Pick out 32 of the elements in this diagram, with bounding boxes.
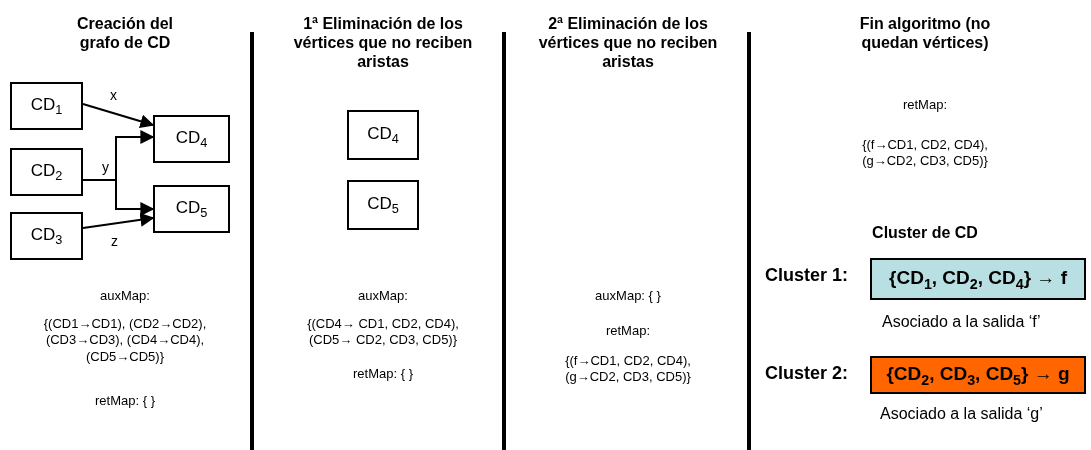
cluster-label: Cluster 1: (765, 265, 849, 286)
cluster-note: Asociado a la salida ‘g’ (880, 405, 1043, 423)
cluster-label: Cluster 2: (765, 363, 849, 384)
map-text: auxMap: (99, 288, 151, 305)
vertex-box: CD$_{2}$ (10, 148, 83, 196)
map-text: {(f→CD1, CD2, CD4), (g→CD2, CD3, CD5)} (564, 353, 692, 386)
arrow (82, 212, 155, 229)
column-heading: 1ª Eliminación de los vértices que no reciben aristas (292, 14, 474, 72)
map-text: {(f→CD1, CD2, CD4), (g→CD2, CD3, CD5)} (861, 137, 989, 170)
map-text: retMap: { } (352, 366, 414, 383)
cluster-box: {CD$_{1}$, CD$_{2}$, CD$_{4}$} → f (870, 258, 1086, 300)
arrow (82, 179, 155, 216)
vertex-box: CD$_{1}$ (10, 82, 83, 130)
map-text: retMap: { } (94, 393, 156, 410)
column-heading: 2ª Eliminación de los vértices que no reciben aristas (537, 14, 719, 72)
arrow (82, 103, 155, 129)
section-heading: Cluster de CD (871, 223, 979, 243)
column-heading: Fin algoritmo (no quedan vértices) (858, 14, 992, 53)
map-text: auxMap: (357, 288, 409, 305)
map-text: {(CD4→ CD1, CD2, CD4), (CD5→ CD2, CD3, CD5)} (306, 316, 460, 349)
cluster-box: {CD$_{2}$, CD$_{3}$, CD$_{5}$} → g (870, 356, 1086, 394)
column-heading: Creación del grafo de CD (76, 14, 174, 53)
vertex-box: CD$_{4}$ (153, 115, 230, 163)
map-text: retMap: (901, 97, 949, 114)
map-text: {(CD1→CD1), (CD2→CD2), (CD3→CD3), (CD4→CD4), (CD5→CD5)} (42, 316, 208, 365)
vertex-box: CD$_{5}$ (347, 180, 419, 230)
vertex-box: CD$_{5}$ (153, 185, 230, 233)
vertex-box: CD$_{4}$ (347, 110, 419, 160)
vertex-box: CD$_{3}$ (10, 212, 83, 260)
cluster-note: Asociado a la salida ‘f’ (882, 313, 1041, 331)
map-text: retMap: (604, 323, 652, 340)
map-text: auxMap: { } (594, 288, 662, 305)
